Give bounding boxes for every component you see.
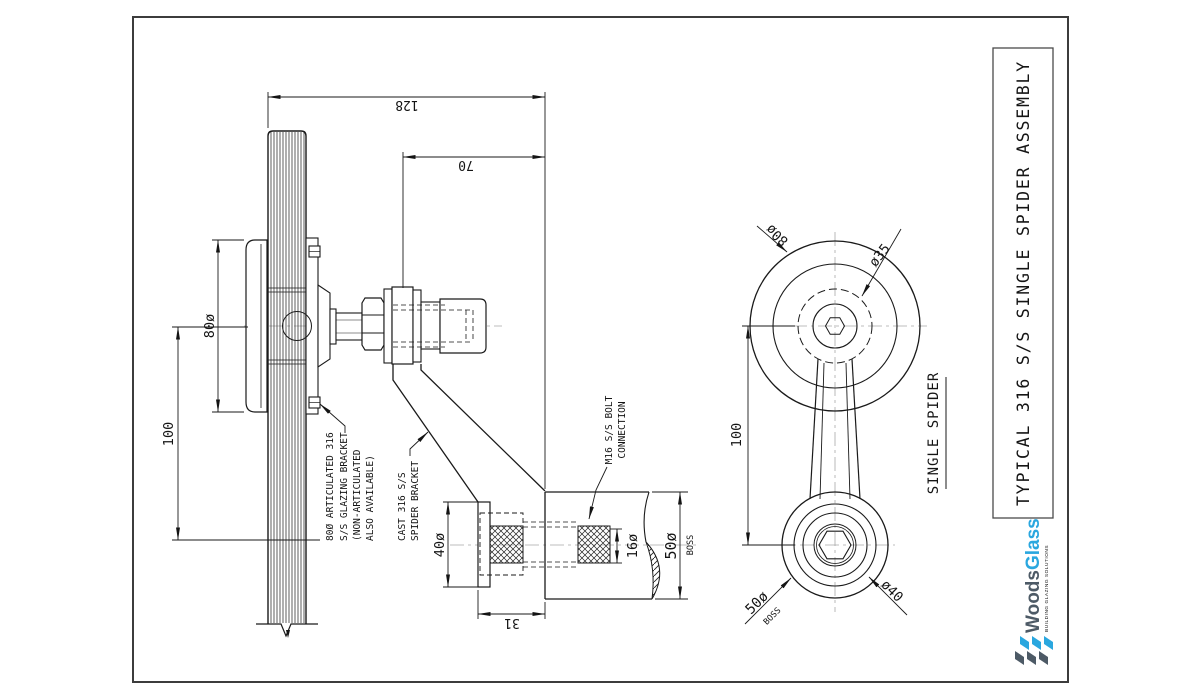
glass-break-line: [256, 623, 318, 638]
note-spider-line2: SPIDER BRACKET: [410, 461, 421, 541]
break-curve: [643, 491, 650, 543]
end-cylinder: [439, 298, 487, 354]
boss-hex-bolt: [818, 530, 852, 560]
hub-circle-dashed: [797, 288, 873, 364]
bolt-thread: [489, 525, 524, 564]
break-hatch: [645, 541, 661, 600]
glass-break-tip: [286, 630, 290, 638]
side-dimensions: 128 70 80ø 100: [161, 92, 696, 630]
shaft: [335, 312, 363, 341]
bolt-stack: [317, 283, 487, 369]
dim-40: 40ø: [432, 501, 478, 588]
washer-left: [383, 288, 393, 364]
label-35dia: ø35: [861, 228, 902, 297]
front-view: 100 80ø ø35 50ø BOSS ø40 SINGL: [729, 221, 947, 628]
hex-nut: [361, 297, 385, 351]
dim-70-label: 70: [458, 157, 474, 172]
drawing-frame: [132, 16, 1069, 683]
view-caption: SINGLE SPIDER: [926, 372, 947, 495]
hidden-shank-lines: [523, 521, 578, 568]
dim-50-label: 50ø: [662, 532, 680, 559]
logo-tagline: BUILDING GLAZING SOLUTIONS: [1044, 545, 1050, 632]
dim-100-front-label: 100: [729, 423, 745, 447]
title-block: TYPICAL 316 S/S SINGLE SPIDER ASSEMBLY: [992, 47, 1054, 519]
dim-100-side: 100: [161, 326, 320, 541]
dim-40-label: 40ø: [432, 533, 448, 557]
label-35dia-text: ø35: [866, 241, 894, 270]
side-view: 128 70 80ø 100: [161, 92, 697, 638]
logo-icon: [1015, 636, 1053, 665]
dim-100-front: 100: [729, 325, 795, 546]
collar: [317, 283, 331, 369]
dim-31: 31: [477, 590, 546, 630]
note-glazing-bracket: 80Ø ARTICULATED 316 S/S GLAZING BRACKET …: [319, 403, 376, 541]
dim-50-sub-label: BOSS: [686, 535, 696, 555]
dim-16-label: 16ø: [625, 534, 641, 558]
label-50dia-boss: 50ø BOSS: [743, 577, 792, 628]
dim-16: 16ø: [610, 528, 641, 564]
hidden-bolt-lines: [393, 304, 474, 348]
glazing-bracket-disc: [245, 239, 268, 413]
logo-brand-left: Woods: [1023, 570, 1044, 633]
view-caption-text: SINGLE SPIDER: [926, 372, 942, 495]
dim-31-label: 31: [504, 615, 520, 630]
logo-brand-right: Glass: [1023, 518, 1044, 570]
boss-cylinder: [544, 491, 661, 600]
note-glazing-line4: ALSO AVAILABLE): [365, 455, 376, 541]
dim-100-side-label: 100: [161, 422, 177, 446]
note-bolt-connection: M16 S/S BOLT CONNECTION: [588, 395, 628, 520]
glass-panel: [256, 130, 318, 638]
front-labels: 80ø ø35 50ø BOSS ø40: [743, 221, 908, 628]
note-glazing-line3: (NON-ARTICULATED: [352, 449, 363, 541]
woodsglass-logo: WoodsGlass BUILDING GLAZING SOLUTIONS: [1015, 518, 1053, 665]
spider-arm: [392, 364, 546, 588]
note-glazing-line2: S/S GLAZING BRACKET: [339, 432, 350, 541]
label-80dia: 80ø: [756, 221, 792, 253]
label-40dia-text: ø40: [878, 577, 907, 606]
note-spider-line1: CAST 316 S/S: [397, 472, 408, 541]
dim-128-label: 128: [395, 97, 418, 112]
washer-right: [412, 289, 422, 363]
note-bolt-line1: M16 S/S BOLT: [604, 395, 615, 464]
head-hex-socket: [824, 317, 846, 335]
dim-80-label: 80ø: [202, 314, 218, 338]
note-spider-bracket: CAST 316 S/S SPIDER BRACKET: [397, 431, 429, 541]
dim-70: 70: [402, 152, 546, 288]
note-bolt-line2: CONNECTION: [617, 401, 628, 458]
yoke-block: [391, 286, 414, 365]
ball-joint: [282, 311, 312, 341]
label-50dia-sub: BOSS: [762, 606, 784, 628]
boss-thread: [577, 525, 611, 564]
note-glazing-line1: 80Ø ARTICULATED 316: [325, 432, 336, 541]
logo-brand-text: WoodsGlass: [1023, 518, 1044, 633]
dim-80: 80ø: [202, 239, 244, 413]
title-text: TYPICAL 316 S/S SINGLE SPIDER ASSEMBLY: [1014, 60, 1033, 506]
front-arm: [809, 358, 861, 500]
dim-50-boss: 50ø BOSS: [652, 491, 696, 600]
label-40dia: ø40: [868, 576, 908, 616]
label-80dia-text: 80ø: [763, 221, 792, 249]
gasket-lines: [268, 287, 306, 365]
